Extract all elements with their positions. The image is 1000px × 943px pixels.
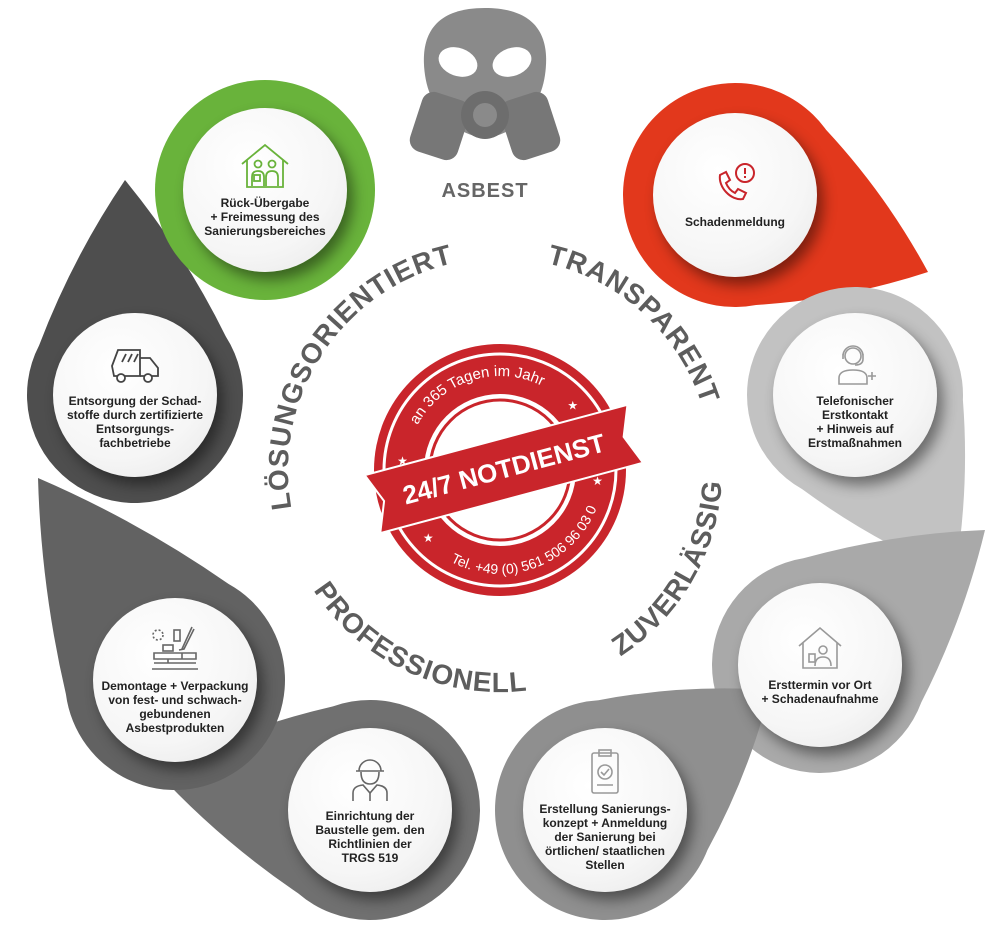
star-icon: ★ [423, 531, 434, 545]
step-demontage: Demontage + Verpackung von fest- und sch… [93, 598, 257, 762]
step-label: Erstellung Sanierungs- konzept + Anmeldu… [539, 802, 671, 872]
step-schadenmeldung: Schadenmeldung [653, 113, 817, 277]
step-baustelle-einrichtung: Einrichtung der Baustelle gem. den Richt… [288, 728, 452, 892]
star-icon: ★ [397, 454, 408, 468]
emergency-stamp: 24/7 NOTDIENST an 365 Tagen im Jahr Tel.… [363, 344, 645, 596]
step-label: Schadenmeldung [684, 215, 785, 229]
house-people-icon [241, 143, 289, 188]
step-label: Telefonischer Erstkontakt + Hinweis auf … [807, 394, 903, 450]
demolition-icon [152, 626, 198, 670]
step-label: Demontage + Verpackung von fest- und sch… [101, 679, 249, 735]
star-icon: ★ [592, 474, 603, 488]
step-sanierungskonzept: Erstellung Sanierungs- konzept + Anmeldu… [523, 728, 687, 892]
worker-helmet-icon [352, 759, 388, 801]
phone-alert-icon [718, 163, 755, 201]
headset-operator-icon [838, 345, 876, 385]
gas-mask-icon [409, 8, 561, 161]
house-inspection-icon [798, 626, 842, 669]
step-label: Einrichtung der Baustelle gem. den Richt… [315, 809, 425, 865]
truck-icon [111, 349, 159, 383]
diagram-title: ASBEST [441, 180, 529, 202]
step-label: Rück-Übergabe + Freimessung des Sanierun… [204, 196, 326, 238]
step-label: Ersttermin vor Ort + Schadenaufnahme [761, 678, 879, 706]
step-telefonischer-erstkontakt: Telefonischer Erstkontakt + Hinweis auf … [773, 313, 937, 477]
star-icon: ★ [567, 398, 578, 412]
clipboard-check-icon [591, 749, 619, 794]
step-ersttermin: Ersttermin vor Ort + Schadenaufnahme [738, 583, 902, 747]
step-rueckuebergabe: Rück-Übergabe + Freimessung des Sanierun… [183, 108, 347, 272]
value-zuverlaessig: ZUVERLÄSSIG [606, 479, 728, 662]
step-label: Entsorgung der Schad- stoffe durch zerti… [66, 394, 204, 450]
step-entsorgung: Entsorgung der Schad- stoffe durch zerti… [53, 313, 217, 477]
